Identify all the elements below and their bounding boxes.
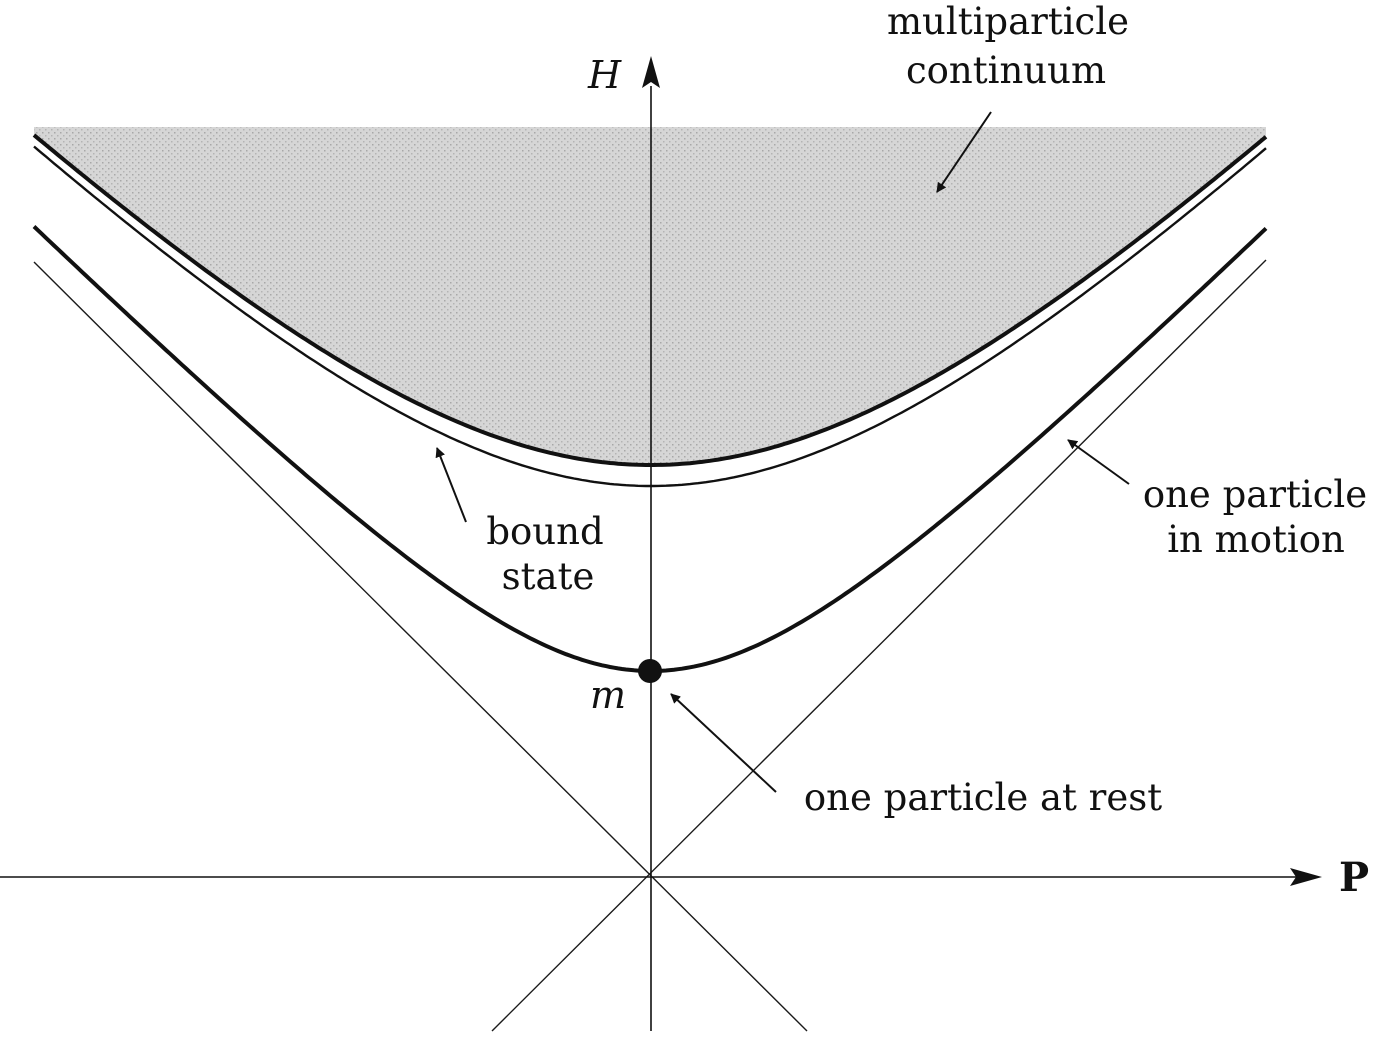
- horizontal-axis-arrowhead: [1290, 868, 1322, 886]
- light-cone-right: [491, 259, 1267, 1032]
- state-label: state: [502, 555, 595, 598]
- motion-pointer-arrow: [1067, 439, 1130, 485]
- bound-label: bound: [486, 510, 603, 553]
- rest-mass-point: [638, 659, 662, 683]
- rest-pointer-arrow: [670, 693, 777, 793]
- horizontal-axis-label: P: [1339, 854, 1369, 901]
- multiparticle-label: multiparticle: [887, 0, 1129, 43]
- one-particle-motion-label: one particle: [1143, 473, 1367, 516]
- vertical-axis-arrowhead: [642, 56, 660, 88]
- vertical-axis-label: H: [587, 53, 622, 97]
- bound-state-pointer-arrow: [435, 447, 467, 523]
- continuum-label: continuum: [906, 49, 1106, 92]
- continuum-threshold-hyperbola: [32, 133, 1268, 467]
- mass-label: m: [590, 673, 626, 717]
- multiparticle-pointer-arrow: [936, 111, 992, 193]
- in-motion-label: in motion: [1167, 518, 1345, 561]
- one-particle-rest-label: one particle at rest: [804, 776, 1162, 819]
- bound-state-hyperbola: [33, 145, 1267, 488]
- light-cone-left: [33, 261, 808, 1032]
- multiparticle-continuum-region: [34, 127, 1266, 465]
